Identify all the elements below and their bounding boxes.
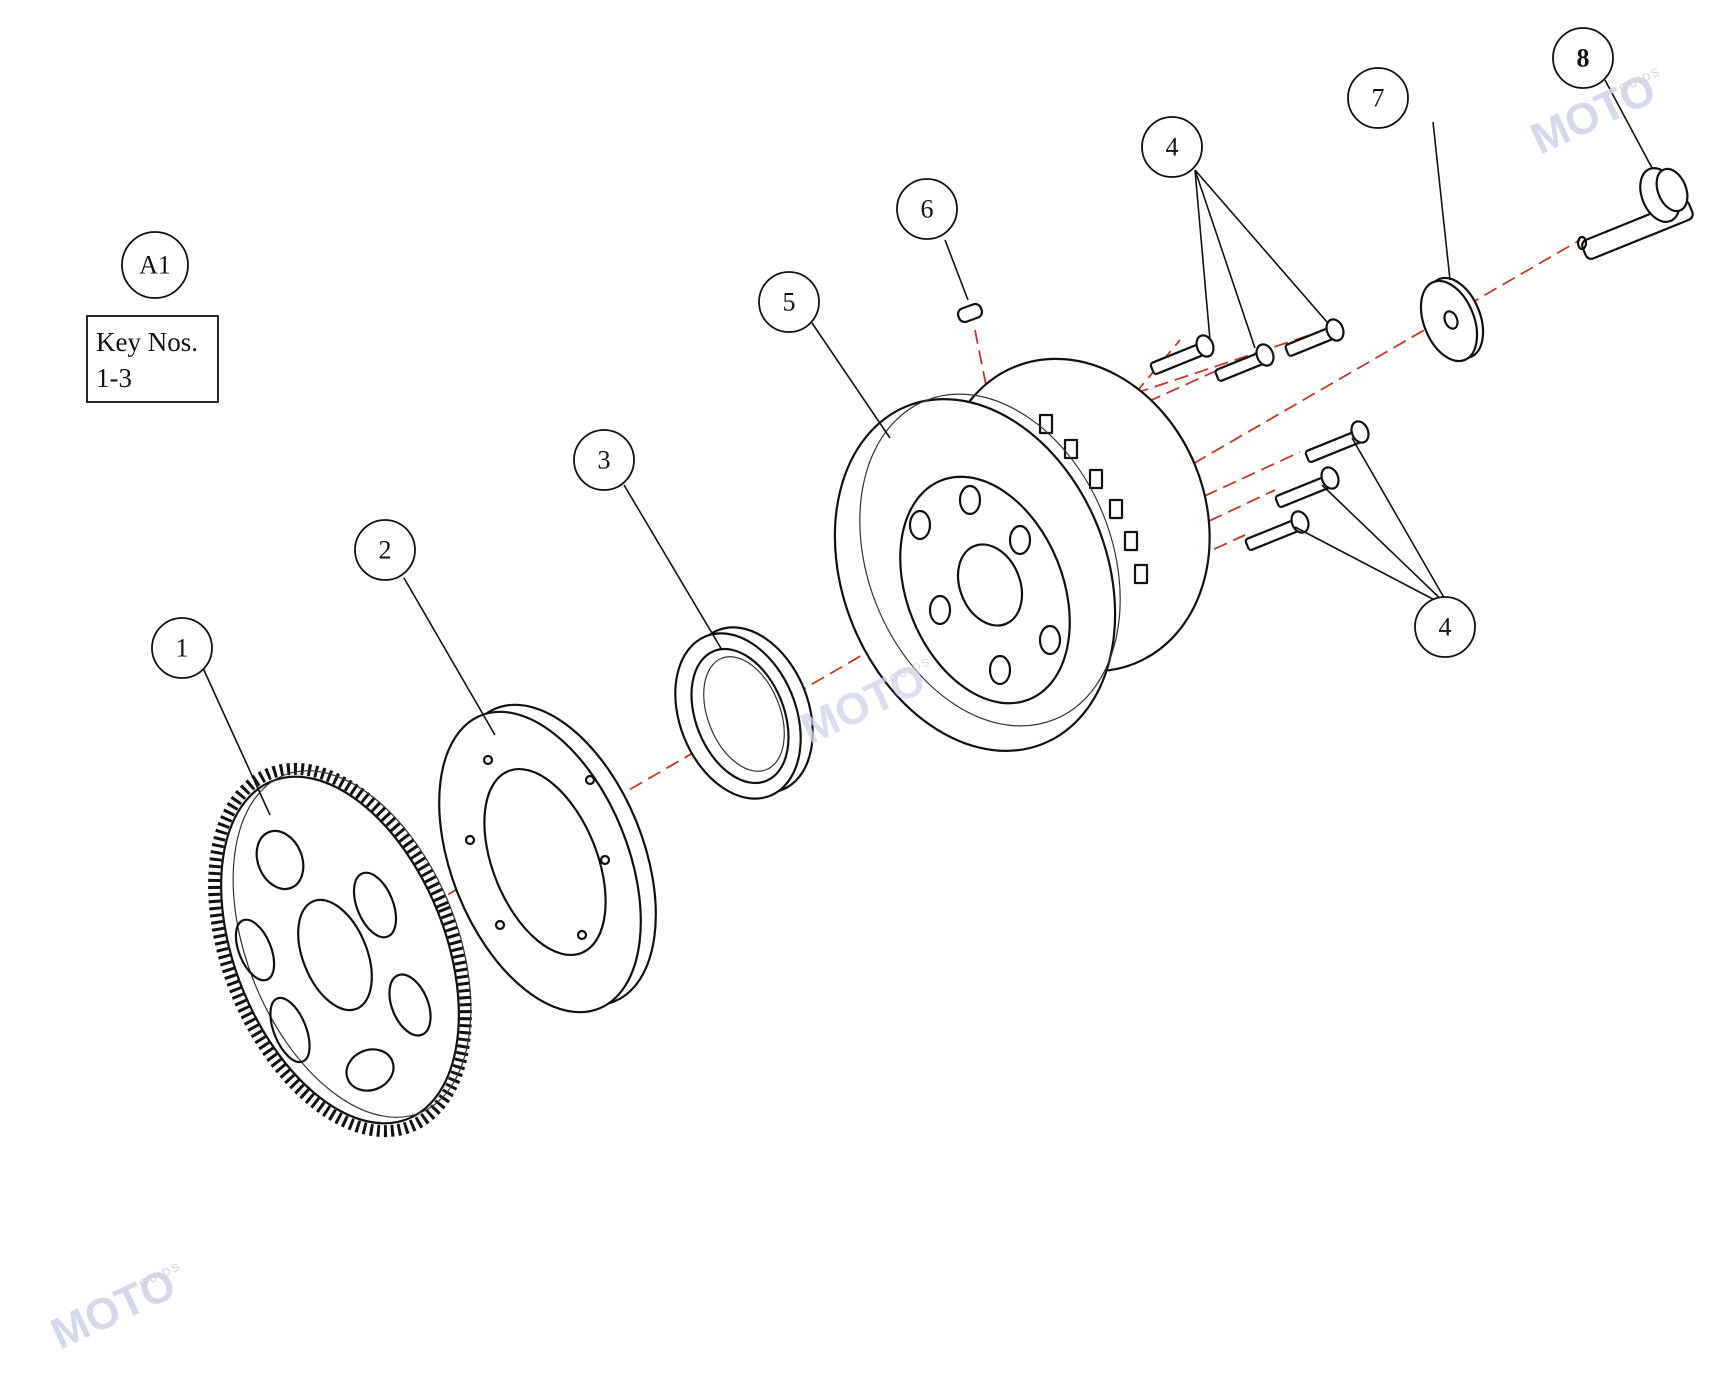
part-6-key bbox=[956, 302, 984, 324]
key-note-line-1: Key Nos. bbox=[96, 327, 198, 357]
part-1-gear bbox=[208, 762, 472, 1138]
part-7-washer bbox=[1419, 276, 1485, 363]
leader-lines bbox=[202, 79, 1653, 816]
view-label: A1 bbox=[121, 231, 189, 299]
gear-bore bbox=[297, 898, 373, 1012]
part-5-hub bbox=[833, 357, 1211, 752]
callout-8-label: 8 bbox=[1577, 44, 1590, 73]
callout-2-label: 2 bbox=[379, 536, 392, 565]
callout-5: 5 bbox=[758, 271, 820, 333]
bolt-axis-lower-2 bbox=[1189, 489, 1276, 531]
hub-bore bbox=[956, 543, 1024, 627]
callout-4-upper-label: 4 bbox=[1166, 133, 1179, 162]
callout-1: 1 bbox=[151, 617, 213, 679]
key-note-box: Key Nos. 1-3 bbox=[86, 315, 219, 403]
part-8-bolt bbox=[1576, 167, 1694, 260]
part-2-flange bbox=[438, 703, 657, 1014]
watermark-bottom-left: MOTO GUIDS bbox=[44, 1259, 184, 1359]
callout-7-label: 7 bbox=[1372, 84, 1385, 113]
bolt-axis-upper-3 bbox=[1114, 334, 1311, 401]
part-4-bolts bbox=[1149, 318, 1370, 551]
callout-6-label: 6 bbox=[921, 195, 934, 224]
callout-4-lower: 4 bbox=[1414, 596, 1476, 658]
callout-3-label: 3 bbox=[598, 446, 611, 475]
callout-1-label: 1 bbox=[176, 634, 189, 663]
part-3-seal bbox=[674, 626, 814, 800]
view-label-text: A1 bbox=[139, 251, 171, 280]
callout-5-label: 5 bbox=[783, 288, 796, 317]
key-note-line-2: 1-3 bbox=[96, 363, 132, 393]
callout-7: 7 bbox=[1347, 67, 1409, 129]
callout-2: 2 bbox=[354, 519, 416, 581]
hub-teeth bbox=[1038, 413, 1149, 585]
callout-4-lower-label: 4 bbox=[1439, 613, 1452, 642]
callout-8: 8 bbox=[1552, 27, 1614, 89]
watermark-center: MOTO GUIDS bbox=[794, 654, 934, 754]
callout-4-upper: 4 bbox=[1141, 116, 1203, 178]
callout-3: 3 bbox=[573, 429, 635, 491]
callout-6: 6 bbox=[896, 178, 958, 240]
